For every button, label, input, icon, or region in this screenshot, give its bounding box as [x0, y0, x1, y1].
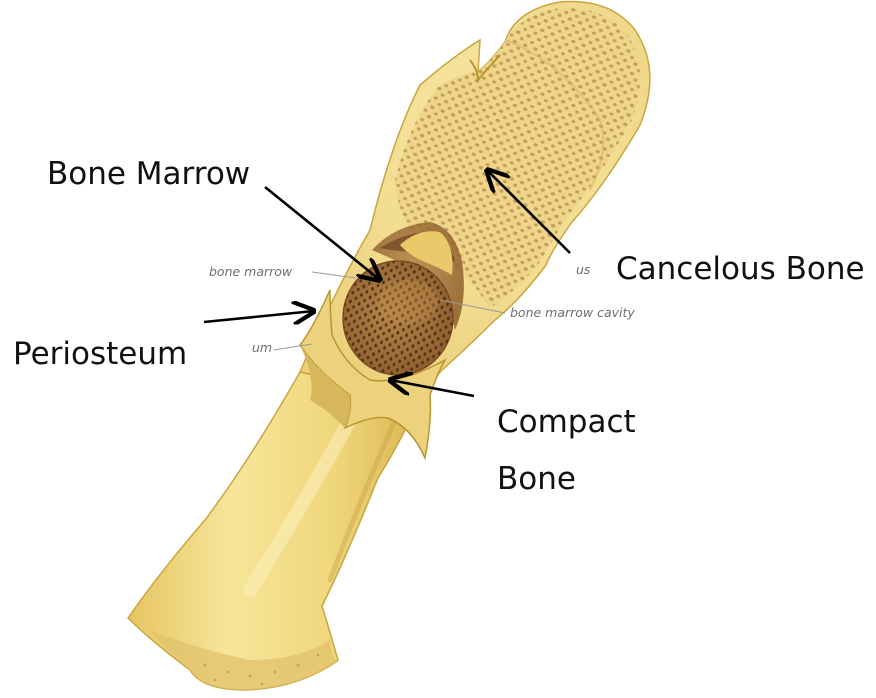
label-bone-marrow: Bone Marrow [47, 150, 250, 198]
label-periosteum: Periosteum [13, 330, 187, 378]
label-cancelous-bone: Cancelous Bone [616, 245, 865, 293]
faint-label-cancellous-fragment: us [576, 262, 590, 277]
faint-label-bone-marrow-cavity: bone marrow cavity [510, 305, 635, 320]
faint-label-periosteum-fragment: um [252, 340, 272, 355]
faint-label-bone-marrow: bone marrow [209, 264, 292, 279]
femur-shaft [128, 372, 420, 690]
periosteum-arrow [204, 311, 314, 322]
label-compact-bone-line1: Compact [497, 398, 636, 446]
label-compact-bone-line2: Bone [497, 455, 576, 503]
